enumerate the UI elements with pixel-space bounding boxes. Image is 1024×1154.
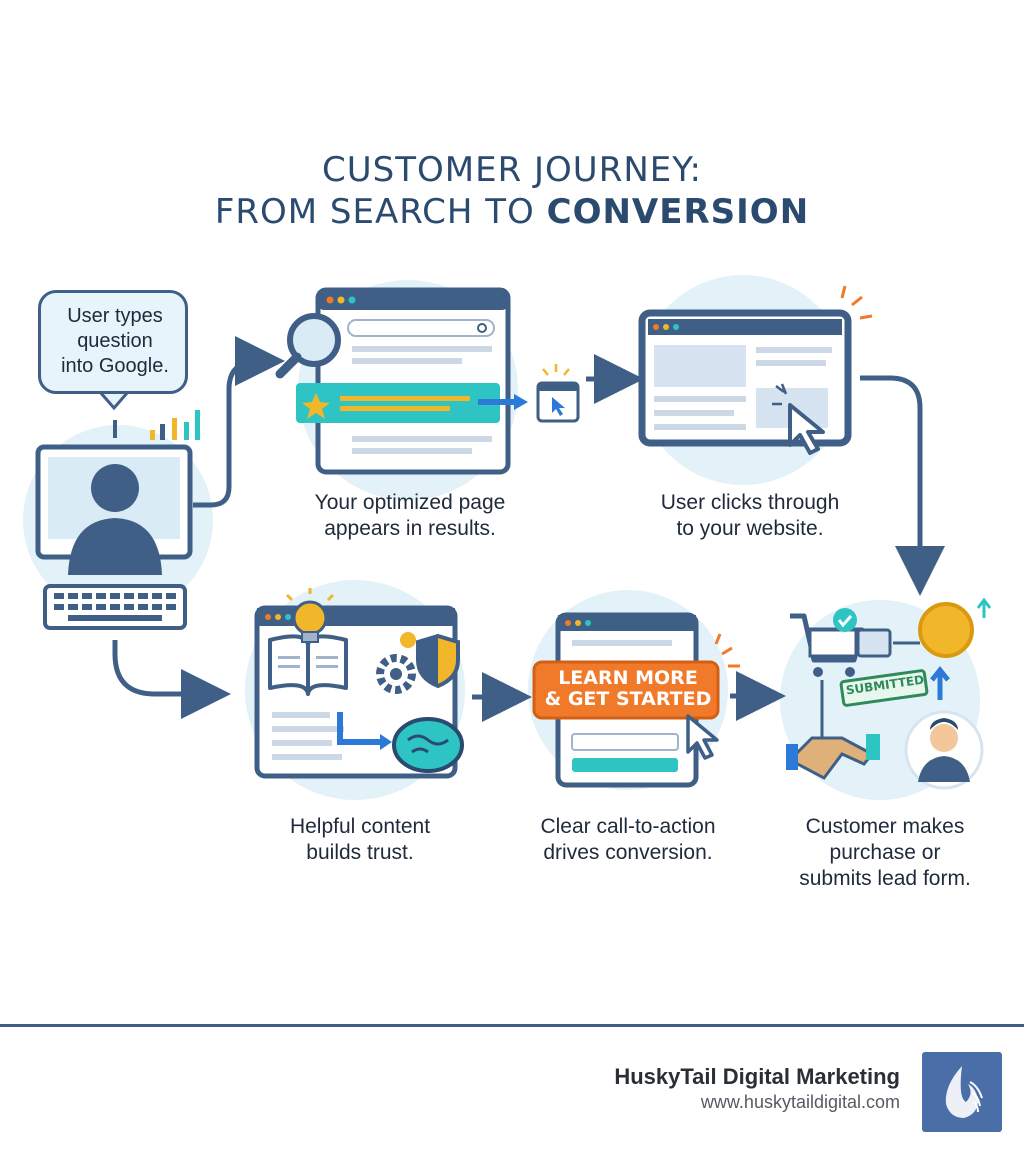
- cta-page-icon: [532, 612, 740, 788]
- step1-caption: User types question into Google.: [61, 305, 169, 377]
- brand-url[interactable]: www.huskytaildigital.com: [700, 1092, 900, 1112]
- connector-3-6: [860, 375, 945, 596]
- diagram-title-line1: CUSTOMER JOURNEY:: [322, 150, 702, 190]
- speech-bubble: [38, 290, 188, 394]
- step4-caption: Helpful content builds trust.: [289, 815, 431, 864]
- husky-logo-icon: [922, 1052, 1002, 1132]
- brand-name: HuskyTail Digital Marketing: [614, 1064, 900, 1089]
- diagram-title-line2: FROM SEARCH TO CONVERSION: [214, 192, 810, 232]
- speech-bubble-tail: [98, 391, 130, 411]
- cta-button-text: LEARN MORE & GET STARTED: [544, 667, 712, 710]
- step5-caption: Clear call-to-action drives conversion.: [540, 815, 716, 864]
- connector-1-4: [112, 640, 231, 719]
- step3-caption: User clicks through to your website.: [660, 491, 840, 540]
- footer-brand: HuskyTail Digital Marketing www.huskytai…: [614, 1064, 900, 1113]
- user-at-computer-icon: [35, 444, 193, 630]
- conversion-icon: [786, 597, 992, 790]
- browser-click-icon: [536, 364, 580, 423]
- signal-bars-icon: [113, 410, 200, 440]
- search-results-window-icon: [275, 287, 528, 475]
- learn-more-button: [532, 660, 720, 720]
- website-monitor-icon: [638, 285, 873, 455]
- helpful-content-icon: [254, 588, 464, 779]
- connector-1-2: [193, 336, 285, 508]
- step6-caption: Customer makes purchase or submits lead …: [799, 815, 971, 890]
- step2-caption: Your optimized page appears in results.: [314, 491, 506, 540]
- footer-divider: [0, 1024, 1024, 1027]
